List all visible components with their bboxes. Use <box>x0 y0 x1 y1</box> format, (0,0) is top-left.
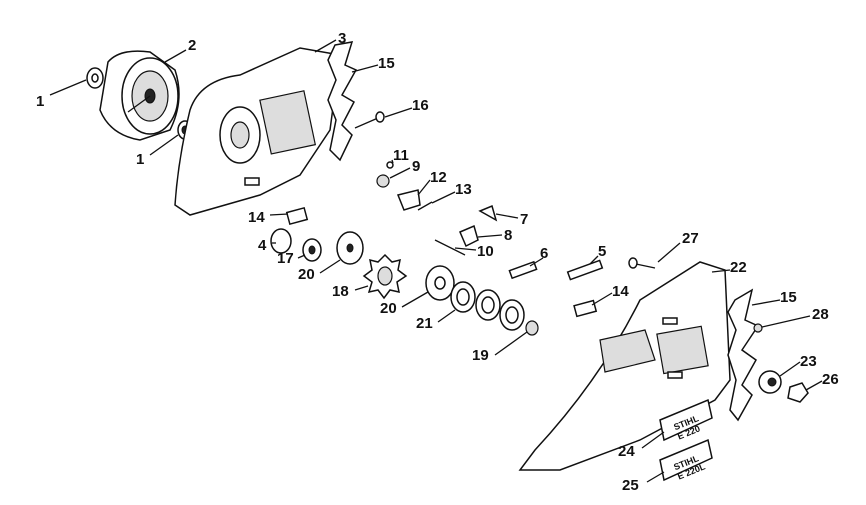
label-9: 9 <box>412 158 420 175</box>
label-11: 11 <box>393 147 409 164</box>
label-27: 27 <box>682 230 699 247</box>
label-7: 7 <box>520 211 528 228</box>
label-20: 20 <box>298 266 315 283</box>
part-small-components <box>270 161 498 262</box>
label-14: 14 <box>248 209 265 226</box>
part-studs <box>508 257 656 318</box>
label-5: 5 <box>598 243 606 260</box>
part-chain-catcher <box>327 41 358 162</box>
label-24: 24 <box>618 443 635 460</box>
label-22: 22 <box>730 259 747 276</box>
part-washer-1 <box>86 67 104 89</box>
label-17: 17 <box>277 250 294 267</box>
label-15: 15 <box>780 289 797 306</box>
label-21: 21 <box>416 315 433 332</box>
label-1: 1 <box>36 93 44 110</box>
part-chain-catcher-2 <box>727 288 809 422</box>
callout-labels: 1 2 3 15 16 1 11 9 12 13 7 14 4 8 10 17 … <box>36 30 839 494</box>
label-1: 1 <box>136 151 144 168</box>
label-15: 15 <box>378 55 395 72</box>
label-12: 12 <box>430 169 447 186</box>
label-20: 20 <box>380 300 397 317</box>
label-25: 25 <box>622 477 639 494</box>
label-4: 4 <box>258 237 267 254</box>
part-clutch-drum <box>99 50 180 141</box>
part-screw-16 <box>354 111 385 129</box>
label-2: 2 <box>188 37 196 54</box>
label-28: 28 <box>812 306 829 323</box>
label-13: 13 <box>455 181 472 198</box>
part-sprocket-assembly <box>336 231 539 336</box>
part-housing <box>174 47 341 216</box>
decal-25: STIHL E 220L <box>659 438 713 482</box>
label-26: 26 <box>822 371 839 388</box>
label-8: 8 <box>504 227 512 244</box>
label-23: 23 <box>800 353 817 370</box>
leader-lines <box>49 39 823 483</box>
label-18: 18 <box>332 283 349 300</box>
label-3: 3 <box>338 30 346 47</box>
label-6: 6 <box>540 245 548 262</box>
label-10: 10 <box>477 243 494 260</box>
label-16: 16 <box>412 97 429 114</box>
label-14: 14 <box>612 283 629 300</box>
label-19: 19 <box>472 347 489 364</box>
